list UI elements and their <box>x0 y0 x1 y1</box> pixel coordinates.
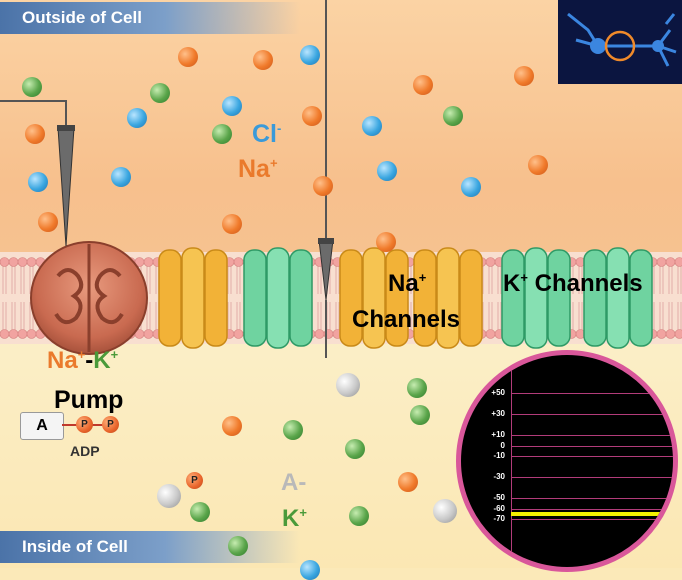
sodium-ion <box>514 66 534 86</box>
scale-gridline <box>511 435 673 436</box>
chloride-ion <box>362 116 382 136</box>
chloride-ion <box>461 177 481 197</box>
na-channel-3 <box>413 247 483 349</box>
sodium-ion <box>413 75 433 95</box>
free-phosphate: P <box>186 472 203 489</box>
oscilloscope-axis <box>511 355 512 567</box>
chloride-ion <box>127 108 147 128</box>
potassium-inside-label: K+ <box>282 505 307 532</box>
inside-cell-banner: Inside of Cell <box>0 531 300 563</box>
na-channels-label-word: Channels <box>352 306 461 333</box>
inside-cell-label: Inside of Cell <box>22 537 128 556</box>
potassium-ion <box>349 506 369 526</box>
anion <box>336 373 360 397</box>
sodium-ion <box>25 124 45 144</box>
neuron-icon <box>567 12 677 67</box>
scale-gridline <box>511 414 673 415</box>
na-channel-1 <box>158 247 228 349</box>
k-channel-3 <box>583 247 653 349</box>
sodium-ion <box>38 212 58 232</box>
scale-tick-label: -10 <box>493 451 505 460</box>
sodium-potassium-pump <box>30 241 148 355</box>
chloride-ion <box>28 172 48 192</box>
chloride-ion <box>300 560 320 580</box>
chloride-ion <box>222 96 242 116</box>
sodium-ion <box>313 176 333 196</box>
anion <box>433 499 457 523</box>
chloride-ion <box>377 161 397 181</box>
pump-word-label: Pump <box>54 386 124 414</box>
outside-cell-banner: Outside of Cell <box>0 2 300 34</box>
potassium-ion <box>150 83 170 103</box>
k-channel-2 <box>501 247 571 349</box>
potassium-ion <box>283 420 303 440</box>
sodium-ion <box>178 47 198 67</box>
chloride-label: Cl- <box>252 120 282 148</box>
reference-electrode <box>0 100 75 247</box>
scale-tick-label: -60 <box>493 503 505 513</box>
sodium-ion <box>222 416 242 436</box>
k-channels-label: K+ Channels <box>503 270 643 297</box>
phosphate-1: P <box>76 416 93 433</box>
sodium-ion <box>253 50 273 70</box>
recording-electrode <box>318 0 334 358</box>
scale-gridline <box>511 508 673 510</box>
anion <box>157 484 181 508</box>
potassium-ion <box>22 77 42 97</box>
sodium-ion <box>376 232 396 252</box>
potassium-ion <box>443 106 463 126</box>
adp-label: ADP <box>70 443 100 459</box>
sodium-ion <box>398 472 418 492</box>
scale-gridline <box>511 519 673 520</box>
sodium-ion <box>222 214 242 234</box>
sodium-ion <box>528 155 548 175</box>
k-channel-1 <box>243 247 313 349</box>
potassium-ion <box>228 536 248 556</box>
scale-gridline <box>511 393 673 394</box>
adenosine-box: A <box>20 412 64 440</box>
scale-gridline <box>511 445 673 447</box>
sodium-ion <box>302 106 322 126</box>
scale-tick-label: +30 <box>491 409 505 418</box>
scale-tick-label: 0 <box>500 440 505 450</box>
scale-tick-label: -50 <box>493 493 505 502</box>
sodium-outside-label: Na+ <box>238 155 278 183</box>
potassium-ion <box>345 439 365 459</box>
na-channel-2 <box>339 247 409 349</box>
phosphate-2: P <box>102 416 119 433</box>
chloride-ion <box>111 167 131 187</box>
potassium-ion <box>410 405 430 425</box>
scale-tick-label: -70 <box>493 514 505 523</box>
chloride-ion <box>300 45 320 65</box>
membrane-potential-trace <box>511 511 673 516</box>
outside-cell-label: Outside of Cell <box>22 8 142 27</box>
scale-gridline <box>511 477 673 478</box>
scale-gridline <box>511 456 673 457</box>
scale-tick-label: +10 <box>491 430 505 439</box>
scale-tick-label: +50 <box>491 388 505 397</box>
potassium-ion <box>190 502 210 522</box>
scale-gridline <box>511 498 673 499</box>
pump-ions-label: Na+-K+ <box>47 347 119 374</box>
neuron-inset <box>558 0 682 84</box>
na-channels-label-top: Na+ <box>388 270 427 297</box>
potassium-ion <box>212 124 232 144</box>
potassium-ion <box>407 378 427 398</box>
anion-label: A- <box>281 469 307 496</box>
scale-tick-label: -30 <box>493 472 505 481</box>
